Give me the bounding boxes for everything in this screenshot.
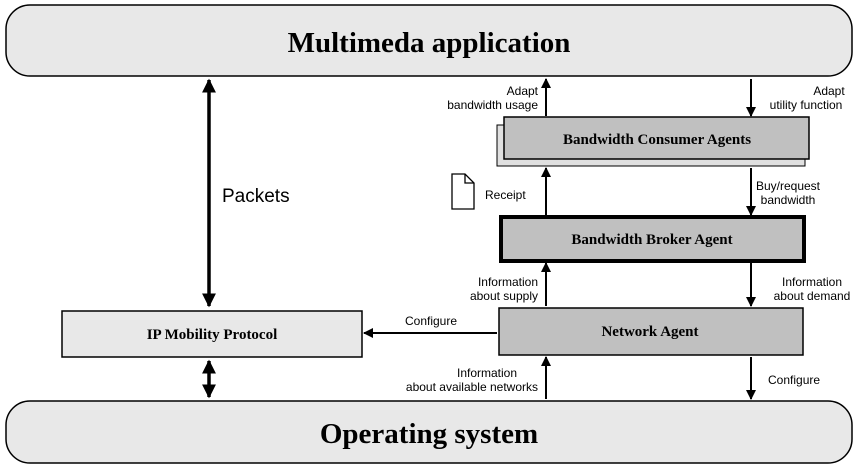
available-networks-label-2: about available networks: [406, 380, 538, 394]
operating-system-box: Operating system: [5, 400, 853, 464]
bandwidth-consumer-agents-box: Bandwidth Consumer Agents: [496, 116, 810, 167]
bandwidth-broker-agent-box: Bandwidth Broker Agent: [499, 215, 806, 263]
configure-ipm-label: Configure: [405, 314, 457, 328]
packets-label: Packets: [222, 186, 290, 207]
bandwidth-consumer-agents-label: Bandwidth Consumer Agents: [563, 132, 751, 148]
operating-system-label: Operating system: [320, 418, 538, 450]
ip-mobility-protocol-label: IP Mobility Protocol: [147, 327, 278, 343]
network-agent-box: Network Agent: [498, 307, 804, 356]
multimedia-application-box: Multimeda application: [5, 4, 853, 77]
configure-os-label: Configure: [768, 373, 820, 387]
network-agent-label: Network Agent: [601, 324, 698, 340]
demand-info-label-2: about demand: [774, 289, 851, 303]
ip-mobility-protocol-box: IP Mobility Protocol: [61, 310, 363, 358]
available-networks-label-1: Information: [457, 366, 517, 380]
supply-info-label-1: Information: [478, 275, 538, 289]
adapt-utility-label-1: Adapt: [813, 84, 845, 98]
multimedia-application-label: Multimeda application: [288, 27, 571, 59]
receipt-label: Receipt: [485, 188, 526, 202]
adapt-bandwidth-label-2: bandwidth usage: [447, 98, 538, 112]
document-icon: [451, 173, 475, 210]
supply-info-label-2: about supply: [470, 289, 538, 303]
adapt-utility-label-2: utility function: [770, 98, 843, 112]
demand-info-label-1: Information: [782, 275, 842, 289]
bandwidth-broker-agent-label: Bandwidth Broker Agent: [571, 232, 732, 248]
buy-request-label-2: bandwidth: [761, 193, 816, 207]
adapt-bandwidth-label-1: Adapt: [507, 84, 539, 98]
buy-request-label-1: Buy/request: [756, 179, 821, 193]
